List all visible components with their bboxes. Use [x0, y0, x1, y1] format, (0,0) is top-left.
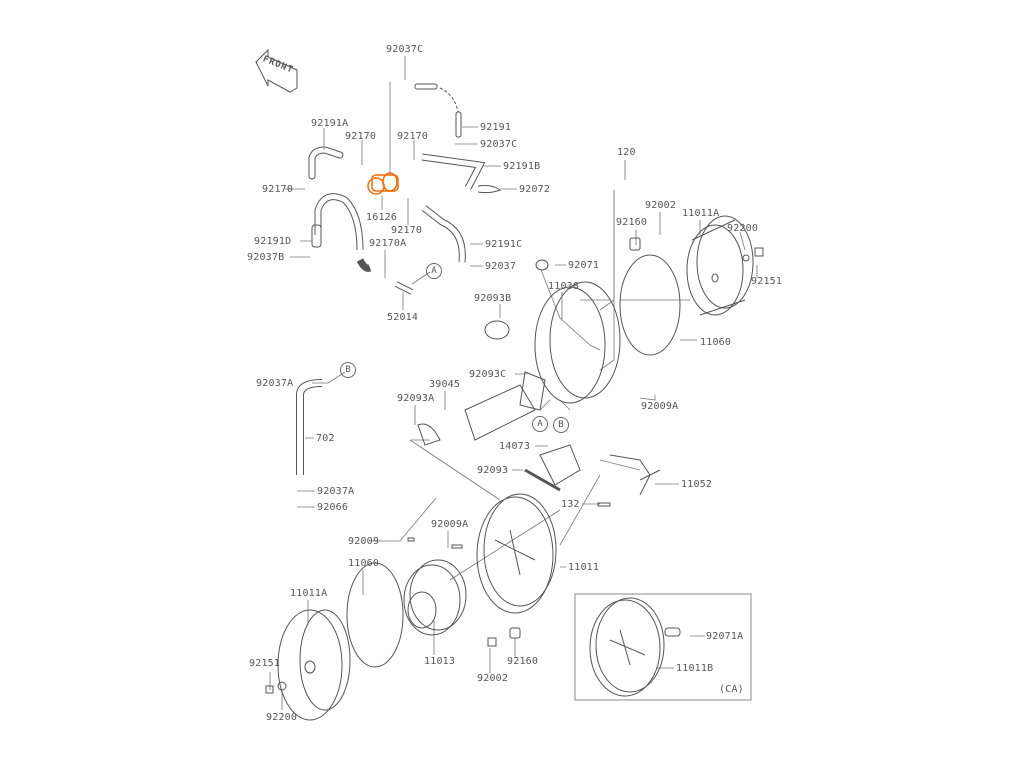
highlighted-part-16126 [367, 172, 399, 195]
part-label[interactable]: 39045 [429, 379, 461, 390]
part-label[interactable]: 92151 [751, 276, 783, 287]
part-label[interactable]: 92037A [317, 486, 355, 497]
hoses [296, 83, 502, 475]
part-label[interactable]: 11011A [290, 588, 328, 599]
part-label[interactable]: 92093C [469, 369, 507, 380]
part-label[interactable]: 92191B [503, 161, 541, 172]
part-label[interactable]: 92093A [397, 393, 435, 404]
part-label[interactable]: 702 [316, 433, 335, 444]
part-label[interactable]: 92191 [480, 122, 512, 133]
part-label[interactable]: 92151 [249, 658, 281, 669]
part-label[interactable]: 92170 [397, 131, 429, 142]
part-label[interactable]: 92160 [616, 217, 648, 228]
part-label[interactable]: 11011B [676, 663, 714, 674]
part-label[interactable]: 132 [561, 499, 580, 510]
part-label[interactable]: 92170 [262, 184, 294, 195]
upper-assembly [417, 215, 764, 507]
part-label[interactable]: 92009A [431, 519, 469, 530]
part-label[interactable]: 52014 [387, 312, 419, 323]
part-label[interactable]: 92191D [254, 236, 292, 247]
part-label[interactable]: 92009 [348, 536, 380, 547]
part-label[interactable]: 92191C [485, 239, 523, 250]
part-label[interactable]: 11038 [548, 281, 580, 292]
callout-b: B [340, 362, 356, 378]
part-label[interactable]: 92093B [474, 293, 512, 304]
part-label[interactable]: 11052 [681, 479, 713, 490]
part-label[interactable]: 14073 [499, 441, 531, 452]
part-label[interactable]: 92170A [369, 238, 407, 249]
part-label[interactable]: 92037C [480, 139, 518, 150]
callout-a: A [532, 416, 548, 432]
part-label[interactable]: 92037 [485, 261, 517, 272]
part-label[interactable]: 92071A [706, 631, 744, 642]
part-label[interactable]: 16126 [366, 212, 398, 223]
part-label[interactable]: 11060 [700, 337, 732, 348]
part-label[interactable]: 92072 [519, 184, 551, 195]
part-label[interactable]: 92002 [477, 673, 509, 684]
callout-b: B [553, 417, 569, 433]
part-label[interactable]: 92037C [386, 44, 424, 55]
part-label[interactable]: 92170 [391, 225, 423, 236]
ca-variant-inset [574, 593, 752, 701]
part-label[interactable]: 92170 [345, 131, 377, 142]
part-label[interactable]: 92002 [645, 200, 677, 211]
part-label[interactable]: 92009A [641, 401, 679, 412]
leader-lines [269, 56, 758, 710]
part-label[interactable]: 92200 [727, 223, 759, 234]
part-label[interactable]: 92037A [256, 378, 294, 389]
part-label[interactable]: 92160 [507, 656, 539, 667]
part-label[interactable]: 120 [617, 147, 636, 158]
variant-label: (CA) [719, 684, 744, 695]
part-label[interactable]: 92200 [266, 712, 298, 723]
part-label[interactable]: 92191A [311, 118, 349, 129]
part-label[interactable]: 11060 [348, 558, 380, 569]
front-arrow-icon [255, 48, 298, 93]
part-label[interactable]: 92071 [568, 260, 600, 271]
part-label[interactable]: 92037B [247, 252, 285, 263]
part-label[interactable]: 92093 [477, 465, 509, 476]
part-label[interactable]: 11011 [568, 562, 600, 573]
part-label[interactable]: 11011A [682, 208, 720, 219]
part-label[interactable]: 92066 [317, 502, 349, 513]
lower-assembly [265, 493, 557, 721]
part-label[interactable]: 11013 [424, 656, 456, 667]
callout-a: A [426, 263, 442, 279]
